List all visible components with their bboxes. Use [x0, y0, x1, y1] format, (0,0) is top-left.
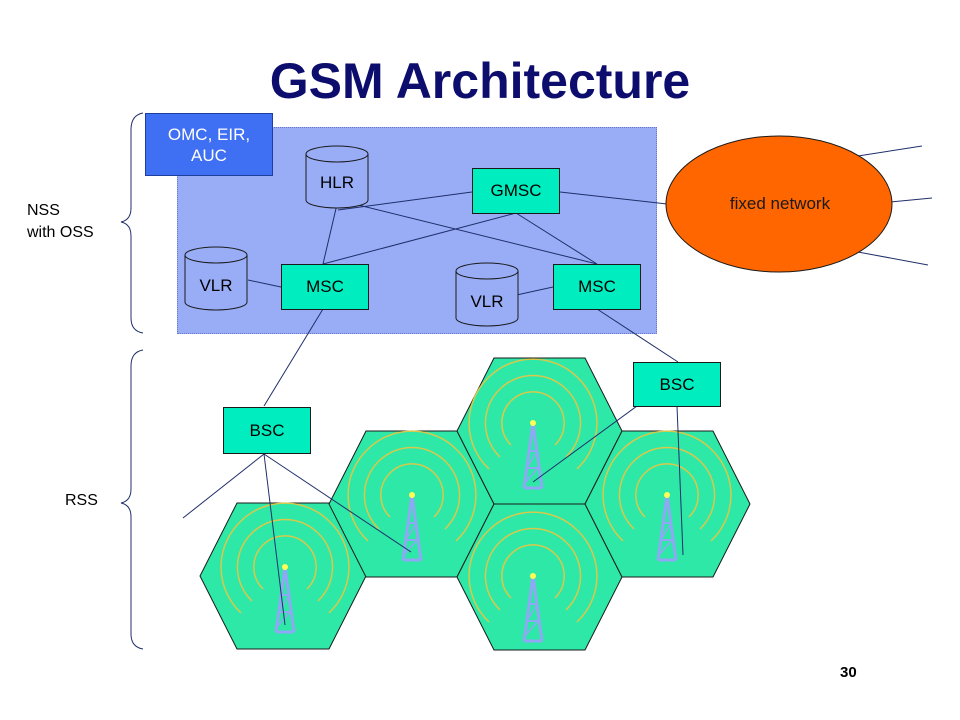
- hlr-label: HLR: [319, 173, 354, 192]
- hlr-database: [305, 145, 369, 209]
- rss-group-label: RSS: [65, 492, 98, 509]
- page-number: 30: [840, 664, 857, 681]
- gmsc-node: GMSC: [472, 168, 560, 214]
- oss-label: OMC, EIR, AUC: [167, 124, 251, 165]
- msc-left-node: MSC: [281, 264, 369, 310]
- nss-label-line1: NSS: [27, 202, 60, 219]
- nss-label-line2: with OSS: [27, 224, 94, 241]
- oss-node: OMC, EIR, AUC: [145, 113, 273, 176]
- slide-title: GSM Architecture: [269, 53, 691, 109]
- msc-right-node: MSC: [553, 264, 641, 310]
- fixed-network-cloud: [665, 135, 893, 273]
- vlr-left-database: [184, 246, 248, 311]
- nss-group-label: NSS with OSS: [27, 200, 94, 244]
- fixed-network-label: fixed network: [729, 194, 831, 213]
- rss-brace: [120, 349, 144, 650]
- bsc-left-node: BSC: [223, 407, 311, 454]
- vlr-left-label: VLR: [199, 276, 233, 295]
- bsc-right-node: BSC: [633, 362, 721, 407]
- vlr-right-label: VLR: [470, 292, 504, 311]
- vlr-right-database: [455, 262, 519, 327]
- nss-brace: [120, 112, 144, 334]
